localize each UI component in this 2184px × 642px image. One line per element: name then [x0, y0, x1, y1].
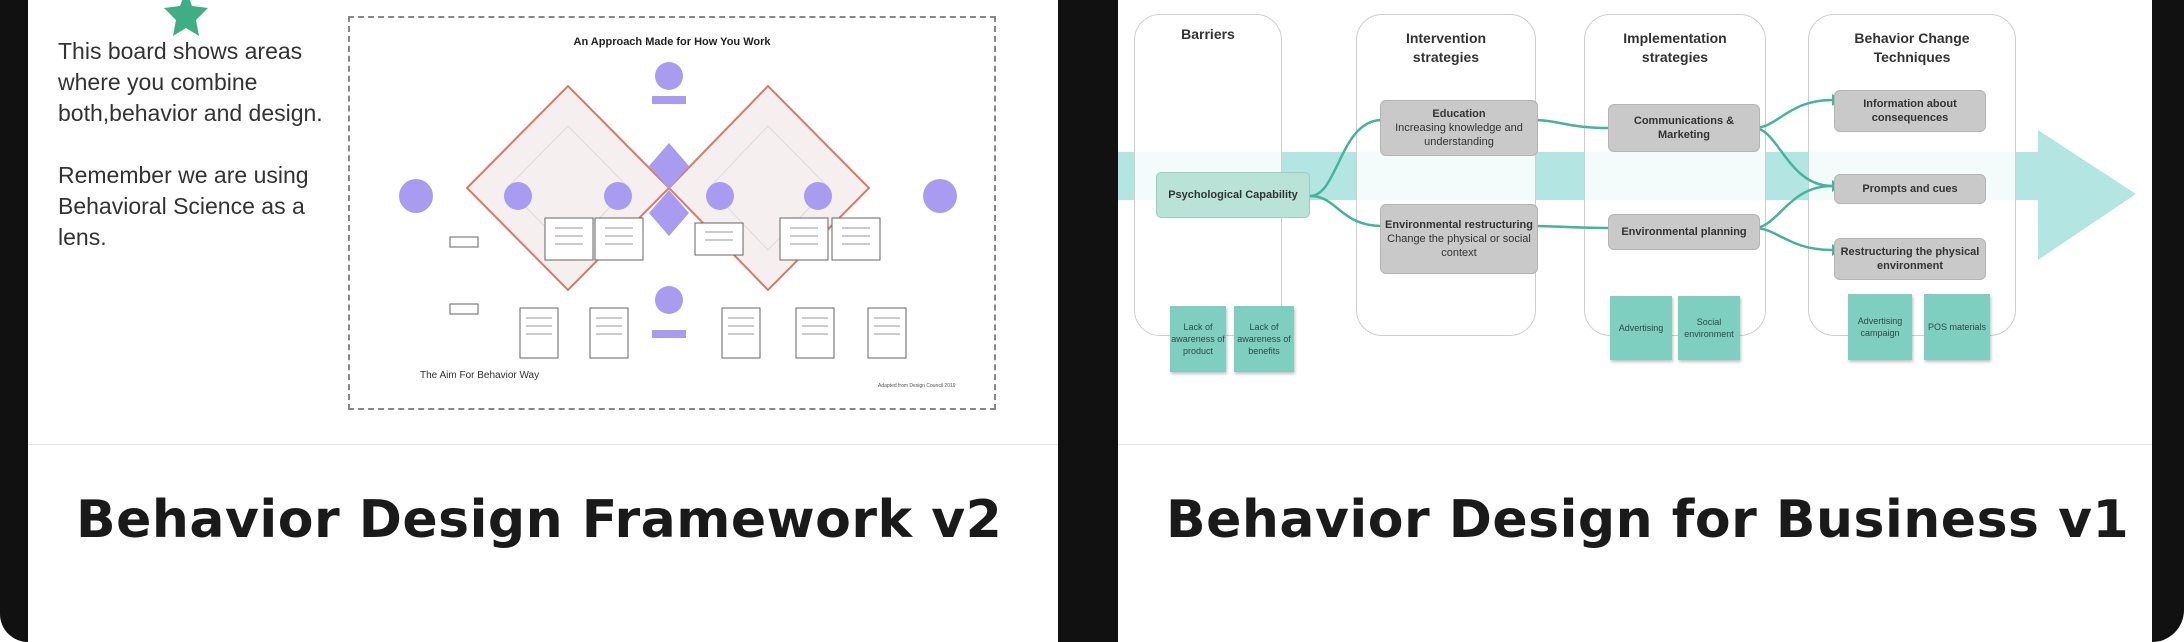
card-title[interactable]: Behavior Design for Business v1 [1166, 490, 2130, 550]
sticky-note: Social environment [1678, 296, 1740, 360]
star-icon [164, 0, 208, 36]
board-credit: Adapted from Design Council 2019 [878, 383, 956, 389]
description-line-2: Remember we are using Behavioral Science… [58, 162, 309, 250]
frame-edge-left [0, 0, 28, 642]
technique-label: Restructuring the physical environment [1840, 246, 1980, 272]
template-card-behavior-design-framework[interactable]: This board shows areas where you combine… [28, 0, 1058, 642]
card-thumbnail: Barriers Intervention strategies Impleme… [1118, 0, 2152, 444]
technique-prompts: Prompts and cues [1834, 174, 1986, 204]
column-header: Intervention strategies [1405, 30, 1487, 65]
intervention-environmental: Environmental restructuring Change the p… [1380, 204, 1538, 274]
implementation-label: Communications & Marketing [1633, 115, 1735, 141]
sticky-note: POS materials [1924, 294, 1990, 360]
technique-label: Prompts and cues [1862, 183, 1958, 195]
column-header: Barriers [1181, 26, 1235, 42]
sticky-note: Advertising [1610, 296, 1672, 360]
barrier-box: Psychological Capability [1156, 172, 1310, 218]
implementation-communications: Communications & Marketing [1608, 104, 1760, 152]
template-card-behavior-design-business[interactable]: Barriers Intervention strategies Impleme… [1118, 0, 2152, 642]
intervention-text: Increasing knowledge and understanding [1395, 122, 1523, 148]
card-divider [1058, 0, 1118, 642]
board-preview: An Approach Made for How You Work [348, 16, 996, 410]
intervention-education: Education Increasing knowledge and under… [1380, 100, 1538, 156]
card-separator [28, 444, 1058, 445]
technique-information: Information about consequences [1834, 90, 1986, 132]
implementation-label: Environmental planning [1621, 226, 1747, 238]
intervention-text: Change the physical or social context [1387, 233, 1531, 259]
board-title: An Approach Made for How You Work [573, 36, 771, 48]
frame-edge-right [2152, 0, 2184, 642]
description-line-1: This board shows areas where you combine… [58, 38, 323, 126]
implementation-environmental-planning: Environmental planning [1608, 214, 1760, 250]
intervention-title: Education [1432, 108, 1486, 120]
board-footer: The Aim For Behavior Way [420, 370, 540, 381]
column-header: Behavior Change Techniques [1854, 30, 1970, 65]
card-separator [1118, 444, 2152, 445]
sticky-note: Advertising campaign [1848, 294, 1912, 360]
column-header: Implementation strategies [1623, 30, 1727, 65]
column-intervention: Intervention strategies [1356, 14, 1536, 336]
sticky-note: Lack of awareness of benefits [1234, 306, 1294, 372]
intervention-title: Environmental restructuring [1385, 219, 1533, 231]
column-implementation: Implementation strategies [1584, 14, 1766, 336]
technique-label: Information about consequences [1863, 98, 1957, 124]
technique-restructuring: Restructuring the physical environment [1834, 238, 1986, 280]
card-title[interactable]: Behavior Design Framework v2 [76, 490, 1003, 550]
sticky-note: Lack of awareness of product [1170, 306, 1226, 372]
card-thumbnail: This board shows areas where you combine… [28, 0, 1058, 444]
board-description: This board shows areas where you combine… [58, 36, 328, 284]
double-diamond-diagram [399, 62, 957, 359]
